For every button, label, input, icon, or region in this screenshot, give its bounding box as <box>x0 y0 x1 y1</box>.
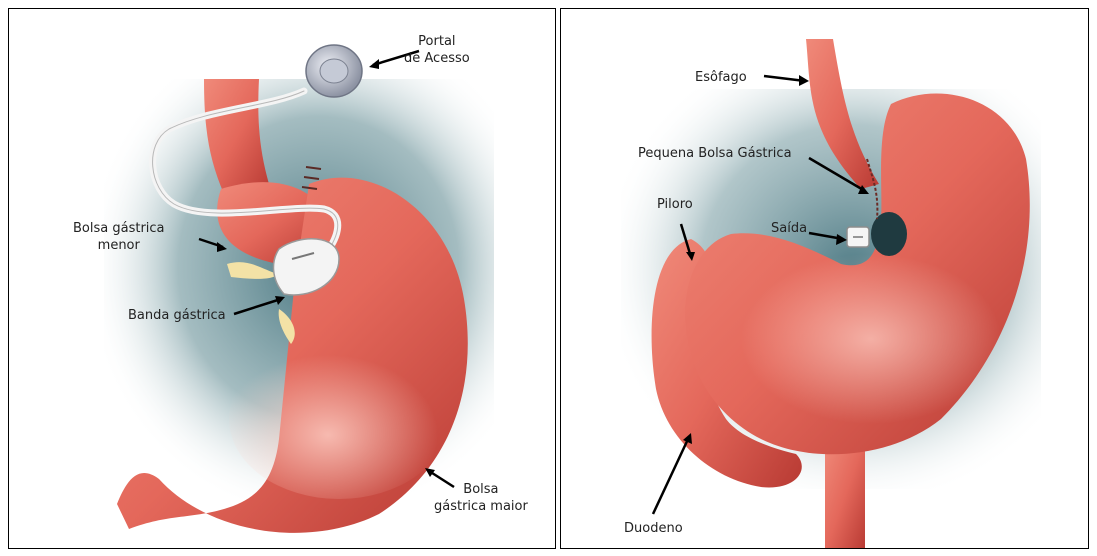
label-bolsa-gastrica-maior: Bolsa gástrica maior <box>434 481 528 515</box>
stomach-highlight <box>229 339 449 499</box>
label-small-pouch-line2: menor <box>73 237 165 254</box>
label-bolsa-gastrica-menor: Bolsa gástrica menor <box>73 220 165 254</box>
label-saida: Saída <box>771 220 807 237</box>
label-banda-gastrica: Banda gástrica <box>128 307 226 324</box>
label-pequena-bolsa-gastrica: Pequena Bolsa Gástrica <box>638 145 792 162</box>
vertical-gastroplasty-illustration-panel: Esôfago Pequena Bolsa Gástrica Piloro Sa… <box>560 8 1089 549</box>
label-esofago: Esôfago <box>695 69 747 86</box>
label-duodeno: Duodeno <box>624 520 683 537</box>
access-port-device <box>306 45 362 97</box>
label-large-pouch-line2: gástrica maior <box>434 498 528 515</box>
label-small-pouch-line1: Bolsa gástrica <box>73 220 165 237</box>
stomach-highlight <box>741 254 1001 424</box>
gastric-band-illustration-panel: Portal de Acesso Bolsa gástrica menor Ba… <box>8 8 556 549</box>
lower-vessel-shape <box>825 439 865 549</box>
label-portal-line2: de Acesso <box>404 50 470 67</box>
label-piloro: Piloro <box>657 196 693 213</box>
label-portal-line1: Portal <box>404 33 470 50</box>
label-portal-de-acesso: Portal de Acesso <box>404 33 470 67</box>
outlet-ring-device <box>847 227 869 247</box>
gastric-band-illustration <box>9 9 556 549</box>
vertical-gastroplasty-illustration <box>561 9 1089 549</box>
label-large-pouch-line1: Bolsa <box>434 481 528 498</box>
